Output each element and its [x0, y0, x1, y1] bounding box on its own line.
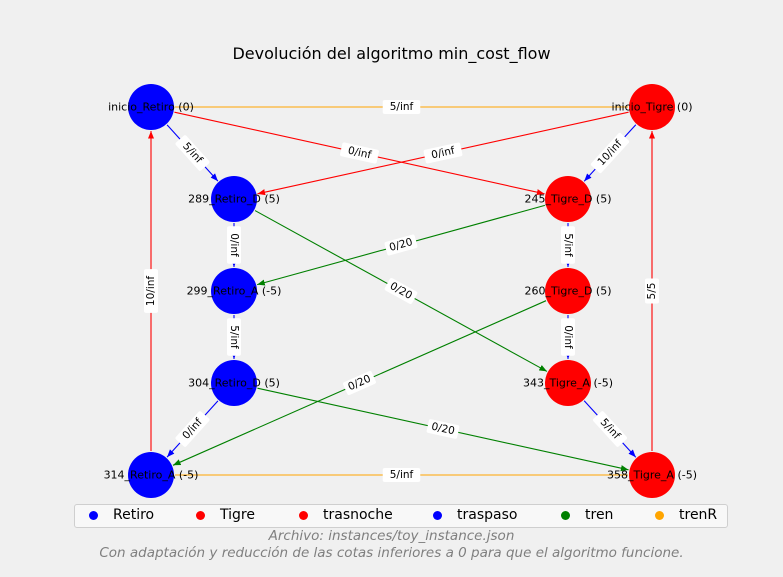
node-label: 314_Retiro_A (-5)	[104, 469, 199, 482]
node-245-tigre-d	[545, 176, 591, 222]
edge-label-text: 10/inf	[145, 276, 157, 306]
node-label: inicio_Tigre (0)	[612, 101, 693, 114]
edge-label-text: 10/inf	[595, 138, 624, 169]
edge-label-background	[593, 411, 627, 447]
legend-label: tren	[585, 507, 614, 523]
edge-label-text: 5/inf	[390, 469, 414, 481]
edge-labels-layer: 5/inf 5/inf 5/inf 0/inf 5/inf 0/inf 10/inf 5/in…	[144, 100, 659, 482]
node-299-retiro-a	[211, 268, 257, 314]
node-343-tigre-a	[545, 360, 591, 406]
legend: Retiro Tigre trasnoche traspaso tren tre…	[74, 504, 728, 528]
edge-label-text: 0/inf	[562, 325, 574, 349]
edge-label-background	[144, 269, 158, 313]
edge-label-background	[645, 278, 659, 304]
legend-item-tren: tren	[561, 507, 613, 523]
edge-label: 5/inf	[561, 226, 575, 264]
legend-item-tigre: Tigre	[196, 507, 255, 523]
node-label: 289_Retiro_D (5)	[188, 193, 280, 206]
flow-network-graph: 5/inf 5/inf 5/inf 0/inf 5/inf 0/inf 10/inf 5/in…	[104, 84, 697, 498]
edge-label-text: 5/inf	[390, 101, 414, 113]
node-labels-layer: inicio_Retiro (0) 289_Retiro_D (5) 299_Ret…	[104, 101, 697, 482]
node-inicio-tigre	[629, 84, 675, 130]
caption-file: Archivo: instances/toy_instance.json	[268, 528, 515, 544]
legend-item-traspaso: traspaso	[433, 507, 517, 523]
node-inicio-retiro	[128, 84, 174, 130]
edge-label: 5/inf	[593, 411, 627, 447]
node-314-retiro-a	[128, 452, 174, 498]
node-289-retiro-d	[211, 176, 257, 222]
edge-label-background	[384, 278, 418, 304]
edge-label: 0/20	[384, 278, 418, 304]
edge-label: 5/5	[645, 278, 659, 304]
edge-label-background	[590, 132, 630, 174]
node-label: 299_Retiro_A (-5)	[187, 285, 282, 298]
node-label: inicio_Retiro (0)	[108, 101, 194, 114]
edge-label-background	[382, 100, 421, 114]
edge-label-background	[175, 411, 210, 447]
caption-note: Con adaptación y reducción de las cotas …	[99, 545, 684, 561]
node-304-retiro-d	[211, 360, 257, 406]
edge-label-text: 5/inf	[228, 325, 240, 349]
node-label: 343_Tigre_A (-5)	[523, 377, 613, 390]
edge-label: 0/inf	[175, 411, 210, 447]
edge-label-text: 0/inf	[430, 145, 456, 162]
legend-label: trasnoche	[323, 507, 393, 523]
node-label: 260_Tigre_D (5)	[524, 285, 611, 298]
legend-marker	[196, 510, 205, 520]
node-260-tigre-d	[545, 268, 591, 314]
legend-marker	[433, 510, 442, 520]
edge-label: 10/inf	[144, 269, 158, 313]
edge-label-background	[382, 468, 421, 482]
edge-label-background	[227, 318, 241, 356]
edge-label-background	[423, 142, 463, 164]
edge-label-text: 0/inf	[228, 233, 240, 257]
edge-label: 0/20	[384, 234, 418, 256]
edge-label-background	[343, 370, 376, 396]
legend-marker	[561, 510, 570, 520]
edge-label: 5/inf	[382, 100, 421, 114]
edge-label: 5/inf	[227, 318, 241, 356]
legend-label: Tigre	[220, 507, 255, 523]
legend-label: Retiro	[113, 507, 155, 523]
nodes-layer	[128, 84, 675, 498]
edge-label-background	[561, 318, 575, 356]
edge-label: 0/inf	[340, 142, 379, 164]
edge-label: 10/inf	[590, 132, 630, 174]
legend-label: trenR	[679, 507, 718, 523]
node-label: 358_Tigre_A (-5)	[607, 469, 697, 482]
edge-label-text: 5/5	[646, 283, 658, 300]
legend-item-retiro: Retiro	[89, 507, 154, 523]
edge-label-text: 5/inf	[562, 233, 574, 257]
edge-label-background	[426, 419, 460, 439]
node-label: 304_Retiro_D (5)	[188, 377, 280, 390]
edge-label: 5/inf	[382, 468, 421, 482]
legend-label: traspaso	[457, 507, 518, 523]
edge-label-text: 0/20	[430, 421, 456, 438]
edge-label: 0/inf	[227, 226, 241, 264]
diagram-title: Devolución del algoritmo min_cost_flow	[232, 44, 551, 63]
edge-label: 0/20	[343, 370, 376, 396]
node-label: 245_Tigre_D (5)	[524, 193, 611, 206]
edge-label: 0/inf	[561, 318, 575, 356]
edge-label-background	[227, 226, 241, 264]
edge-label-background	[384, 234, 418, 256]
edge-label-background	[340, 142, 379, 164]
legend-marker	[89, 510, 98, 520]
edge-label-background	[175, 135, 210, 171]
legend-item-trenr: trenR	[655, 507, 717, 523]
edge-label-background	[561, 226, 575, 264]
legend-item-trasnoche: trasnoche	[299, 507, 393, 523]
edge-label: 0/20	[426, 419, 460, 439]
edge-label-text: 0/inf	[347, 145, 373, 162]
node-358-tigre-a	[629, 452, 675, 498]
legend-marker	[299, 510, 308, 520]
edge-label: 0/inf	[423, 142, 463, 164]
legend-marker	[655, 510, 664, 520]
edge-label: 5/inf	[175, 135, 210, 171]
